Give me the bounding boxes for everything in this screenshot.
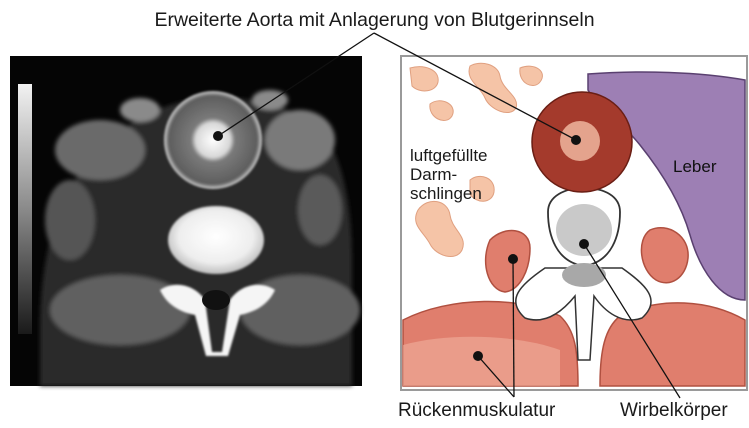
darm-label-line-2: Darm- (410, 165, 520, 184)
darm-label-line-1: luftgefüllte (410, 146, 520, 165)
wirbelkoerper-label: Wirbelkörper (620, 400, 728, 422)
leber-label: Leber (673, 157, 716, 177)
muskulatur-label: Rückenmuskulatur (398, 400, 555, 422)
darm-label-line-3: schlingen (410, 184, 520, 203)
aorta-caption: Erweiterte Aorta mit Anlagerung von Blut… (0, 9, 749, 32)
darm-label: luftgefüllte Darm- schlingen (410, 146, 520, 203)
